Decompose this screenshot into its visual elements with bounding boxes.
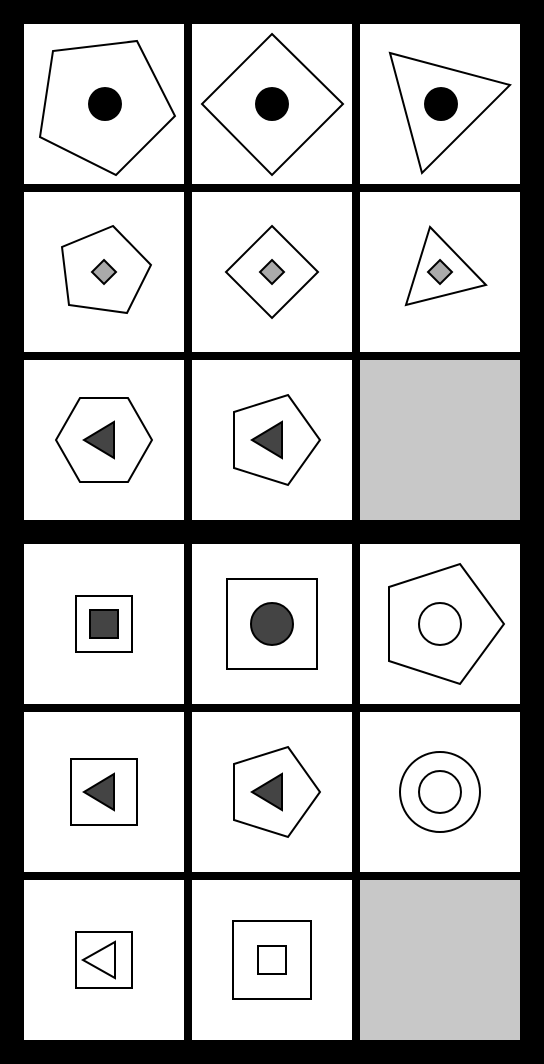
option-3[interactable] xyxy=(360,544,520,704)
square-with-dark-circle-icon xyxy=(226,578,318,670)
pentagon-with-black-dot-icon xyxy=(38,39,177,177)
pentagon-with-hollow-circle-icon xyxy=(388,562,506,686)
cell-r3-c1 xyxy=(24,360,184,520)
option-2[interactable] xyxy=(192,544,352,704)
square-with-hollow-triangle-icon xyxy=(75,931,133,989)
option-4[interactable] xyxy=(24,712,184,872)
cell-r3-c2 xyxy=(192,360,352,520)
option-5[interactable] xyxy=(192,712,352,872)
cell-r1-c1 xyxy=(24,24,184,184)
pentagon-with-dark-triangle-icon xyxy=(233,393,322,487)
cell-r2-c2 xyxy=(192,192,352,352)
square-with-dark-triangle-icon xyxy=(70,758,138,826)
missing-question-cell xyxy=(360,360,520,520)
diamond-with-black-dot-icon xyxy=(200,32,345,177)
pentagon-with-dark-triangle-icon xyxy=(233,745,322,839)
cell-r1-c2 xyxy=(192,24,352,184)
missing-option-cell xyxy=(360,880,520,1040)
cell-r2-c3 xyxy=(360,192,520,352)
triangle-with-gray-diamond-icon xyxy=(404,225,488,307)
pentagon-with-gray-diamond-icon xyxy=(60,224,153,315)
cell-r1-c3 xyxy=(360,24,520,184)
square-with-hollow-square-icon xyxy=(232,920,312,1000)
cell-r2-c1 xyxy=(24,192,184,352)
option-1[interactable] xyxy=(24,544,184,704)
option-7[interactable] xyxy=(24,880,184,1040)
square-with-dark-square-icon xyxy=(75,595,133,653)
circle-with-hollow-circle-icon xyxy=(399,751,481,833)
option-8[interactable] xyxy=(192,880,352,1040)
option-6[interactable] xyxy=(360,712,520,872)
hexagon-with-dark-triangle-icon xyxy=(54,397,154,483)
triangle-with-black-dot-icon xyxy=(388,51,512,175)
diamond-with-gray-diamond-icon xyxy=(224,224,320,320)
